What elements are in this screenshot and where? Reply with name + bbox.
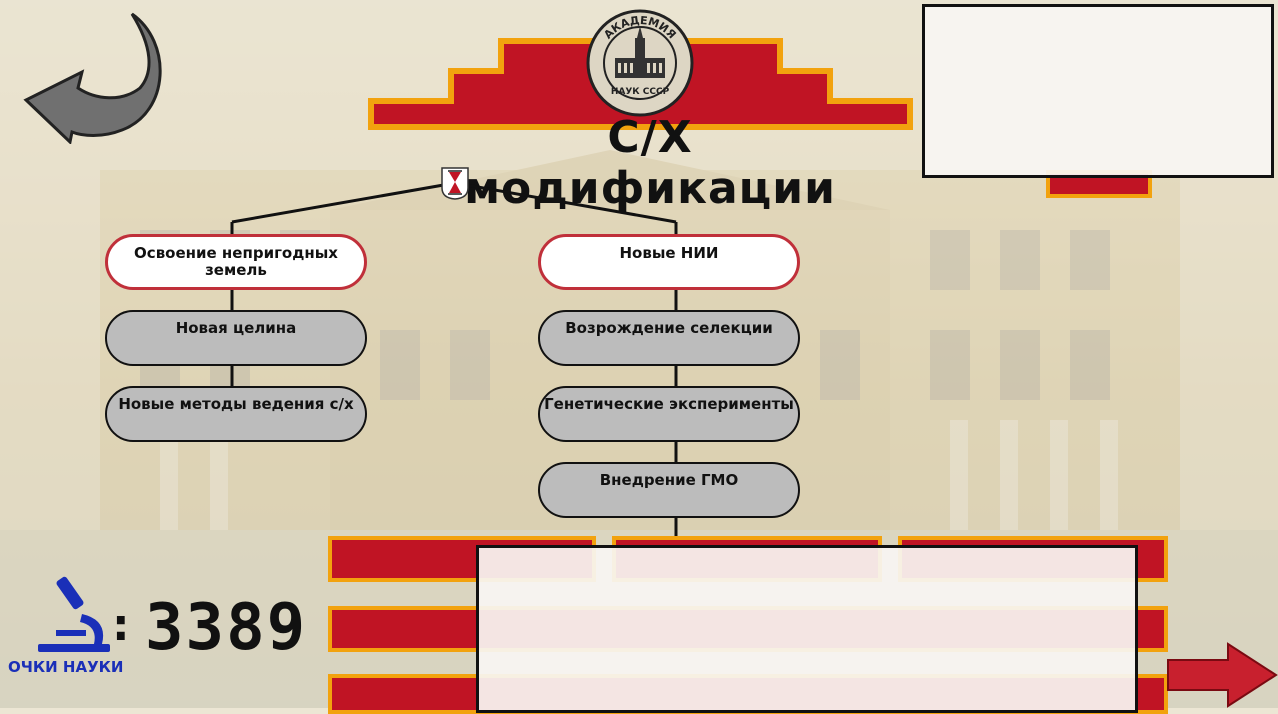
score-icon-wrap [34,574,114,656]
science-points-label: ОЧКИ НАУКИ [8,658,124,676]
score-separator: : [112,600,130,651]
tech-node-label: Внедрение ГМО [599,471,739,489]
tree-root[interactable] [440,166,470,200]
page-title: С/Х модификации [464,112,836,214]
tech-node-breeding-revival[interactable]: Возрождение селекции [538,310,800,366]
next-arrow-icon [1167,642,1278,708]
next-button[interactable] [1166,642,1278,708]
info-panel [922,4,1274,178]
microscope-icon [38,576,110,652]
tech-node-label: Новая целина [175,319,297,337]
tech-node-label: Новые методы ведения с/х [118,395,354,413]
tech-node-new-institutes[interactable]: Новые НИИ [538,234,800,290]
academy-building-emblem: АКАДЕМИЯ НАУК СССР [586,9,694,117]
tech-node-land-development[interactable]: Освоение непригодных земель [105,234,367,290]
tech-node-label: Возрождение селекции [565,319,773,337]
academy-emblem: АКАДЕМИЯ НАУК СССР [585,8,695,118]
tech-node-label: Новые НИИ [619,244,719,262]
science-points-value: 3389 [145,591,308,665]
back-button[interactable] [22,12,167,145]
emblem-bottom-text: НАУК СССР [611,87,670,97]
hourglass-icon [441,167,469,200]
tech-node-new-farming-methods[interactable]: Новые методы ведения с/х [105,386,367,442]
tech-node-gmo-introduction[interactable]: Внедрение ГМО [538,462,800,518]
tech-node-label: Освоение непригодных земель [134,244,338,279]
tech-node-label: Генетические эксперименты [544,395,794,413]
back-arrow-icon [23,12,162,145]
tech-node-genetic-experiments[interactable]: Генетические эксперименты [538,386,800,442]
tech-node-new-virgin-lands[interactable]: Новая целина [105,310,367,366]
description-panel [476,545,1138,713]
